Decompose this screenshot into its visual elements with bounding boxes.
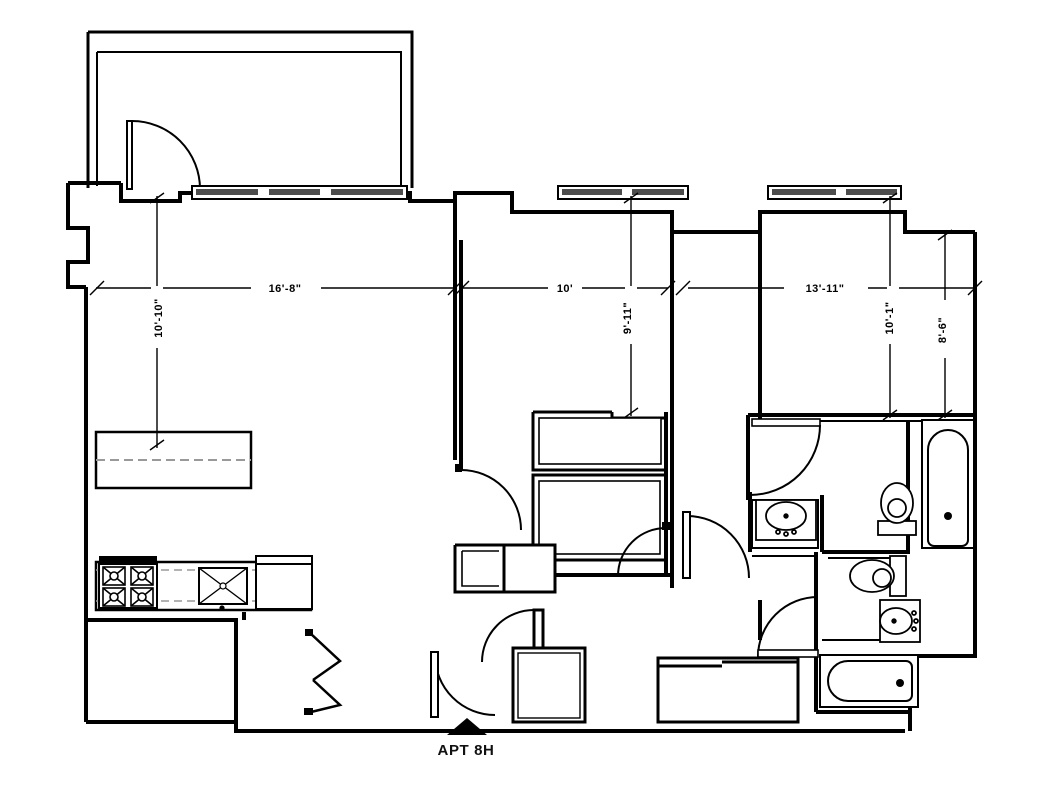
dimension-label-16-8-top: 16'-8": [269, 283, 302, 295]
dimension-label-10-1-top: 10'-1": [884, 302, 896, 335]
door-foyer-closet: [481, 609, 535, 663]
window-living-north: [191, 185, 408, 200]
bedroom-middle-closets: [531, 410, 668, 562]
window-bedroom-middle-north: [557, 185, 689, 200]
vanity-sink-upper: [755, 499, 817, 541]
hall-closet: [656, 656, 800, 724]
closet-block-hall: [453, 543, 557, 594]
terrace-outline: [86, 30, 414, 188]
refrigerator: [255, 555, 313, 610]
vanity-sink-lower: [879, 599, 921, 643]
range-cooktop: [98, 556, 158, 609]
door-hall: [617, 522, 670, 577]
dimension-label-8-6-top: 8'-6": [937, 317, 949, 343]
door-bedroom-middle: [455, 464, 522, 531]
door-terrace: [126, 120, 201, 190]
living-room-closet: [94, 430, 253, 490]
foyer-walls: [511, 608, 587, 724]
door-entry: [430, 651, 496, 718]
door-bedroom-right: [682, 511, 750, 579]
dimension-label-10-10-top: 10'-10": [153, 298, 165, 337]
dimension-text-masks: [151, 282, 951, 358]
apartment-label: APT 8H: [438, 742, 495, 759]
door-bathroom-upper: [749, 418, 821, 496]
kitchen-sink: [198, 567, 248, 611]
apartment-wall-inner-lines: [121, 200, 545, 213]
bathtub-upper: [921, 419, 975, 549]
kitchen-wall-return: [86, 612, 246, 722]
window-bedroom-right-north: [767, 185, 902, 200]
bathtub-lower: [819, 654, 919, 708]
toilet-lower: [849, 555, 907, 597]
dimension-label-10ft-top: 10': [557, 283, 573, 295]
dimension-label-9-11-top: 9'-11": [622, 302, 634, 334]
toilet-upper: [877, 482, 917, 536]
dimension-label-13-11-top: 13'-11": [806, 283, 845, 295]
door-closet-bifold: [304, 629, 343, 715]
entry-arrow-icon: [447, 718, 487, 735]
